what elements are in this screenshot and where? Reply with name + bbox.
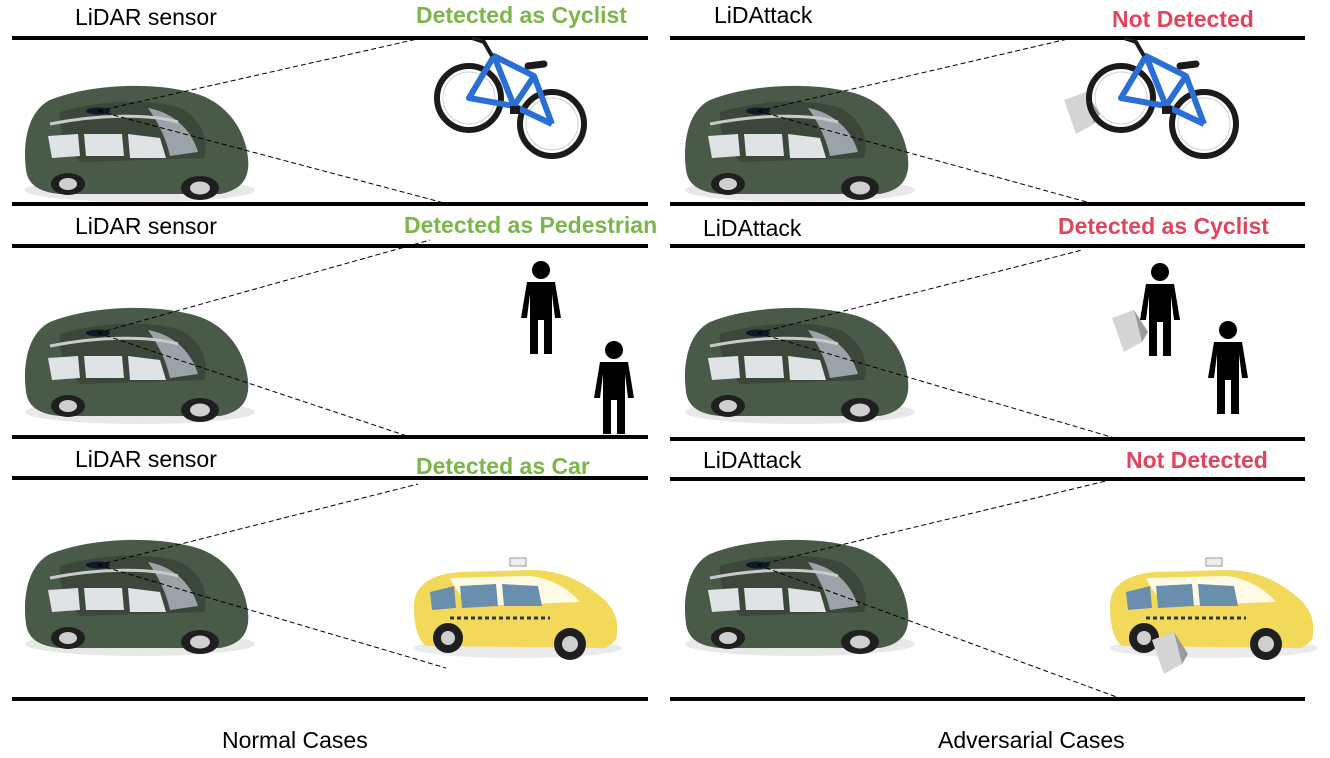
detection-status: Detected as Pedestrian [404,212,658,238]
lidar-beam [757,37,1073,112]
lidar-beam [97,37,423,112]
lidar-beam [757,332,1119,440]
lidar-beam [97,332,411,438]
row-label: LiDAR sensor [75,446,217,472]
detection-status: Detected as Cyclist [416,2,627,28]
pedestrian-figure [1140,263,1180,356]
sensor-car [23,538,257,658]
road-lines-adversarial [670,36,1305,701]
lidar-beam [97,239,431,334]
lidar-beam [757,564,1123,700]
row-label: LiDAttack [703,447,802,473]
lidar-beam [97,110,449,205]
taxi-target [412,556,624,662]
lidar-beam [757,110,1095,205]
sensor-car [23,84,257,204]
sensor-car [683,306,917,426]
row-label: LiDAR sensor [75,213,217,239]
lidar-beam [757,249,1083,334]
pedestrian-figure [1208,321,1248,414]
sensor-car [683,84,917,204]
detection-status: Not Detected [1126,447,1268,473]
sensor-car [23,306,257,426]
panel-caption-adversarial: Adversarial Cases [938,727,1125,753]
pedestrian-figure [521,261,561,354]
lidar-beam [97,483,419,566]
taxi-target [1108,556,1320,662]
pedestrian-figure [594,341,634,434]
bicycle-target [437,38,584,156]
lidar-beam [757,479,1111,566]
bicycle-target [1089,38,1236,156]
sensor-car [683,538,917,658]
row-label: LiDAttack [714,2,813,28]
lidar-beam [97,564,447,669]
detection-status: Detected as Cyclist [1058,213,1269,239]
panel-caption-normal: Normal Cases [222,727,368,753]
row-label: LiDAttack [703,215,802,241]
road-lines-normal [12,36,648,701]
row-label: LiDAR sensor [75,4,217,30]
detection-status: Not Detected [1112,6,1254,32]
detection-status: Detected as Car [416,453,590,479]
